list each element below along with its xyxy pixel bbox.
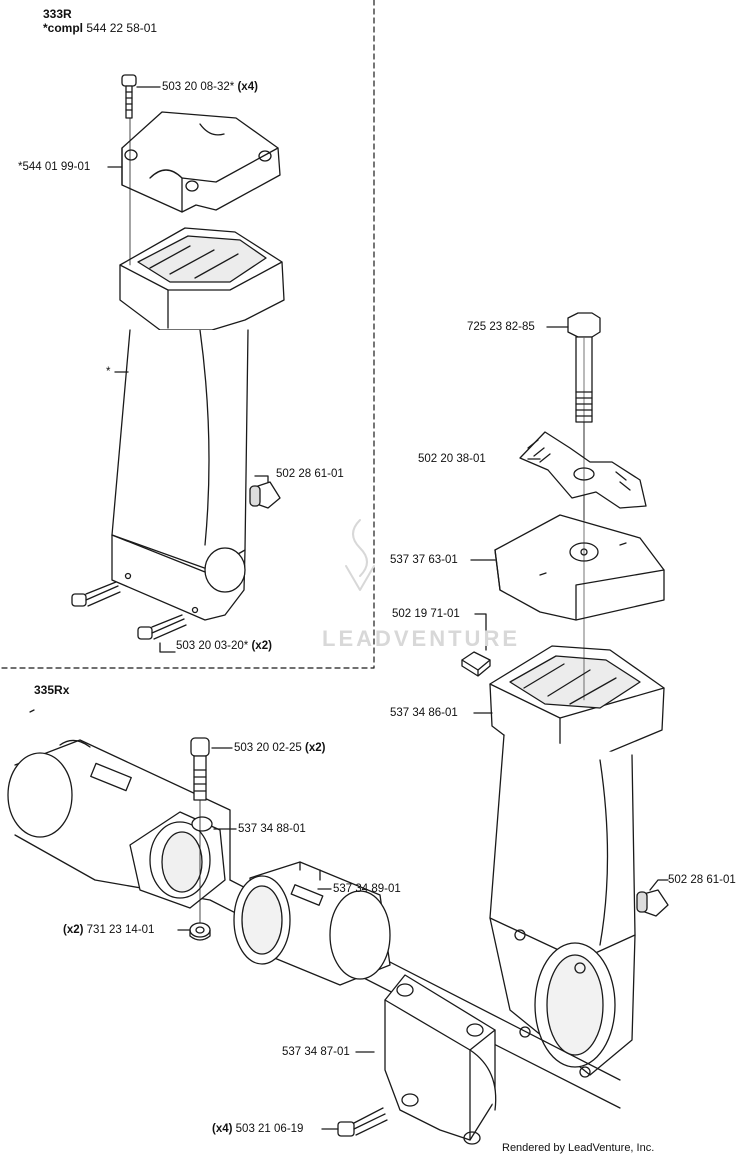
wing-knob-335rx [519,431,647,509]
label-bolt[interactable]: 725 23 82-85 [467,321,535,333]
clamp-ring-335rx [129,811,226,909]
knob-333r [249,481,281,509]
bracket-335rx [384,974,497,1145]
label-cover-333r[interactable]: *544 01 99-01 [18,161,91,173]
screw-bottom-333r-right [137,614,187,640]
group-boundary [0,0,375,669]
label-knob-335rx[interactable]: 502 28 61-01 [668,874,736,886]
label-knob-333r[interactable]: 502 28 61-01 [276,468,344,480]
screw-top-333r [121,74,137,119]
grip-335rx [489,645,665,1078]
label-screw-top-333r[interactable]: 503 20 08-32* (x4) [162,81,258,93]
grip-333r [111,227,285,621]
compl-part-number: 544 22 58-01 [86,21,158,35]
group-header-335rx: 335Rx [34,683,69,697]
cover-333r [121,111,281,213]
label-cover-335rx[interactable]: 537 37 63-01 [390,554,458,566]
square-nut-335rx [461,651,491,677]
label-bracket[interactable]: 537 34 87-01 [282,1046,350,1058]
label-screw-bracket[interactable]: (x4) 503 21 06-19 [212,1123,304,1135]
label-square-nut[interactable]: 502 19 71-01 [392,608,460,620]
screw-clamp-335rx [190,737,210,927]
screw-bracket-335rx [337,1107,388,1137]
group-header-333r: 333R *compl 544 22 58-01 [43,7,157,35]
cover-335rx [494,514,665,621]
watermark-logo [345,519,375,591]
screw-bottom-333r-left [71,581,121,607]
watermark-text: LEADVENTURE [322,626,521,651]
compl-prefix: *compl [43,21,84,35]
label-sleeve[interactable]: 537 34 89-01 [333,883,401,895]
shaft-tube [7,739,621,1109]
label-wing-knob[interactable]: 502 20 38-01 [418,453,486,465]
model-335rx: 335Rx [34,683,70,697]
label-screw-clamp[interactable]: 503 20 02-25 (x2) [234,742,326,754]
render-credit: Rendered by LeadVenture, Inc. [502,1142,655,1154]
label-nut-x2[interactable]: (x2) 731 23 14-01 [63,924,155,936]
model-333r: 333R [43,7,72,21]
label-clamp-ring[interactable]: 537 34 88-01 [238,823,306,835]
sleeve-335rx [233,861,391,986]
label-grip-335rx[interactable]: 537 34 86-01 [390,707,458,719]
knob-335rx [636,889,669,917]
label-screw-bottom-333r[interactable]: 503 20 03-20* (x2) [176,640,272,652]
nut-x2-335rx [189,922,211,941]
label-star: * [106,366,111,378]
